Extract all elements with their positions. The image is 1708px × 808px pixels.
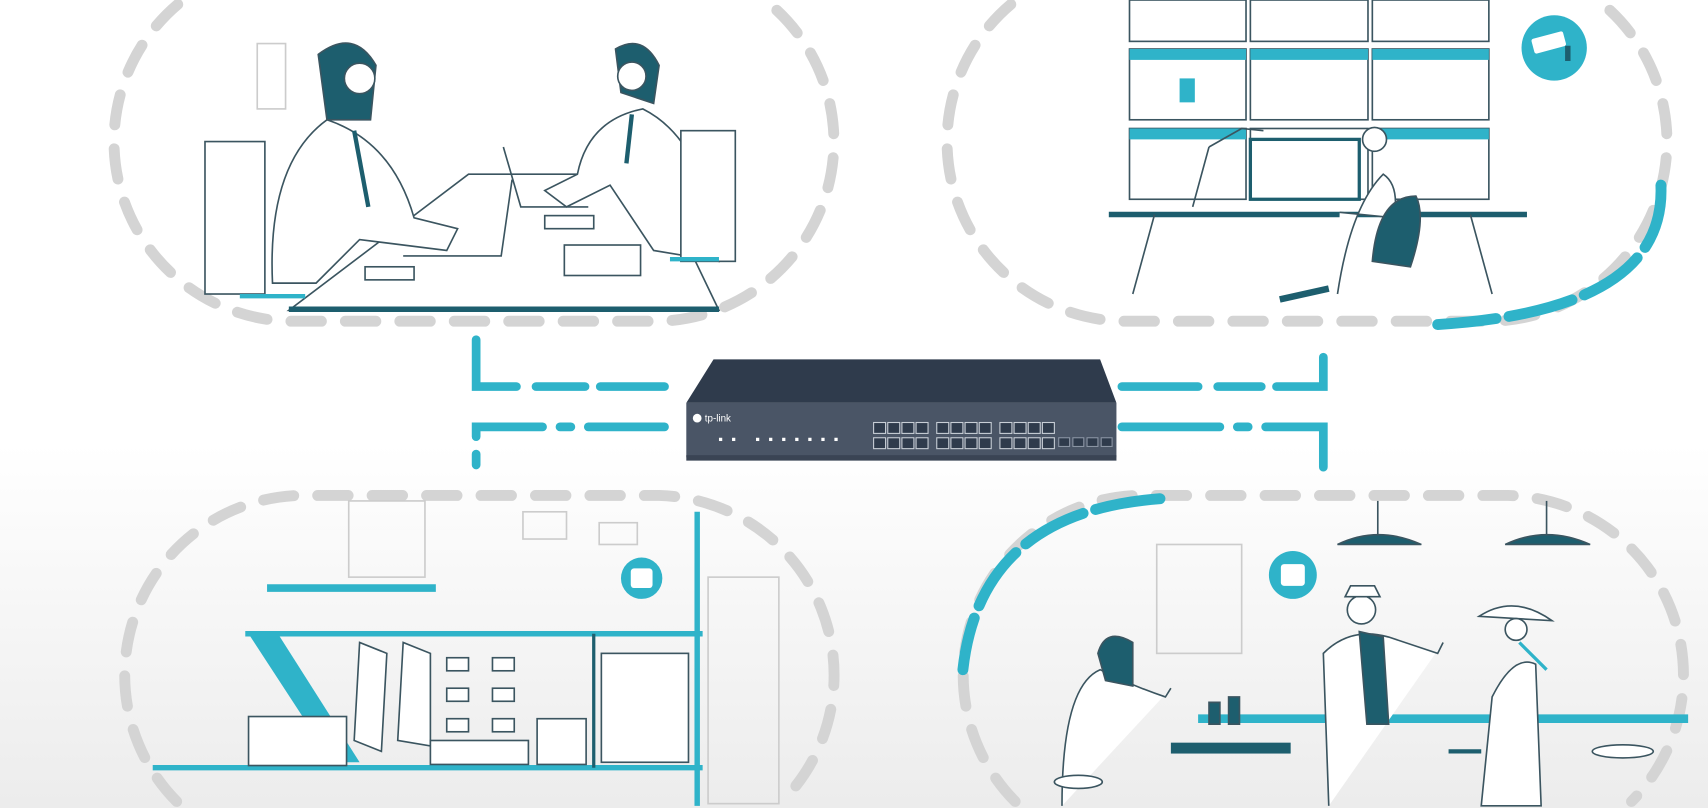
- sfp-port: [1086, 437, 1099, 448]
- security-camera-icon: [1521, 15, 1587, 81]
- ethernet-port: [1041, 437, 1055, 450]
- connector-surveillance: [1117, 335, 1328, 391]
- ethernet-port: [964, 421, 978, 434]
- bar-highlight-arc: [957, 493, 1166, 676]
- ethernet-port: [915, 421, 929, 434]
- status-leds: [718, 437, 838, 442]
- ethernet-port: [936, 421, 950, 434]
- bar-scene-outline: [957, 490, 1689, 807]
- ethernet-port: [999, 437, 1013, 450]
- ethernet-port: [1013, 437, 1027, 450]
- ethernet-port: [887, 421, 901, 434]
- ethernet-port: [915, 437, 929, 450]
- tp-link-logo: tp-link: [692, 413, 731, 424]
- surveillance-highlight-arc: [1432, 179, 1667, 330]
- sfp-port: [1100, 437, 1113, 448]
- bar-scene: [1053, 500, 1689, 807]
- ethernet-port: [978, 421, 992, 434]
- ethernet-port: [901, 421, 915, 434]
- sfp-ports: [1058, 437, 1113, 448]
- sfp-port: [1072, 437, 1085, 448]
- connector-office: [471, 335, 669, 391]
- connector-retail: [471, 422, 669, 482]
- network-switch: tp-link: [686, 359, 1117, 461]
- ethernet-ports: [873, 421, 1055, 450]
- ethernet-port: [936, 437, 950, 450]
- office-scene-outline: [108, 0, 840, 327]
- ethernet-port: [1027, 437, 1041, 450]
- ethernet-port: [887, 437, 901, 450]
- ethernet-port: [950, 421, 964, 434]
- access-point-icon: [620, 557, 663, 599]
- ethernet-port: [1013, 421, 1027, 434]
- surveillance-scene-outline: [941, 0, 1673, 327]
- ethernet-port: [873, 437, 887, 450]
- ethernet-port: [999, 421, 1013, 434]
- retail-scene-outline: [119, 490, 840, 807]
- office-scene: [204, 42, 737, 312]
- surveillance-scene: [1108, 0, 1527, 303]
- ethernet-port: [950, 437, 964, 450]
- ethernet-port: [1041, 421, 1055, 434]
- connector-bar: [1117, 422, 1328, 482]
- ethernet-port: [964, 437, 978, 450]
- brand-logo-text: tp-link: [705, 413, 731, 424]
- ethernet-port: [978, 437, 992, 450]
- access-point-icon: [1268, 551, 1317, 599]
- ethernet-port: [873, 421, 887, 434]
- ethernet-port: [1027, 421, 1041, 434]
- sfp-port: [1058, 437, 1071, 448]
- ethernet-port: [901, 437, 915, 450]
- retail-scene: [152, 500, 780, 806]
